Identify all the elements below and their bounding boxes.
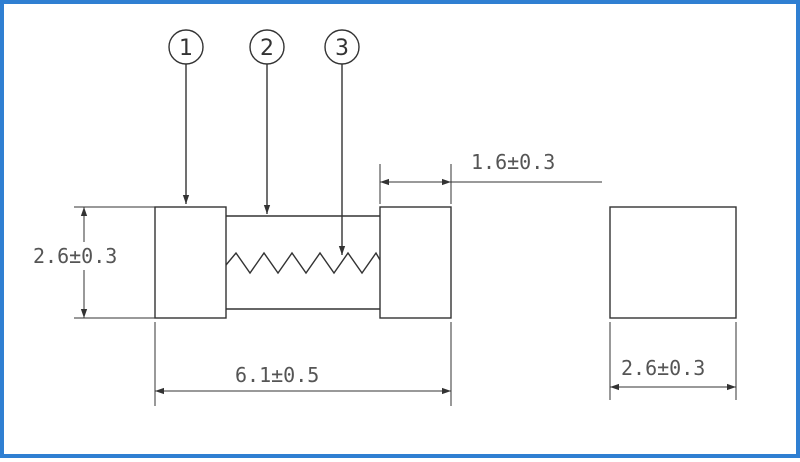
dimension-overall-length: 6.1±0.5 (154, 322, 452, 406)
callout-label: 2 (260, 36, 274, 61)
callout-1: 1 (168, 29, 204, 204)
dimension-text: 2.6±0.3 (33, 244, 117, 268)
fuse-side-view (154, 206, 452, 319)
left-end-cap (154, 206, 227, 319)
fuse-end-view (609, 206, 737, 319)
dimension-text: 1.6±0.3 (471, 150, 555, 174)
callout-label: 1 (179, 36, 193, 61)
text-mask (30, 242, 142, 270)
fuse-dimension-drawing: 1 2 3 1.6±0.3 2.6±0.3 6.1±0.5 (30, 29, 737, 406)
callout-3: 3 (324, 29, 360, 255)
callout-2: 2 (249, 29, 285, 214)
dimension-cap-length: 1.6±0.3 (379, 150, 602, 204)
end-view-square (609, 206, 737, 319)
dimension-text: 6.1±0.5 (235, 363, 319, 387)
callout-label: 3 (335, 36, 349, 61)
dimension-height: 2.6±0.3 (30, 206, 155, 319)
dimension-text: 2.6±0.3 (621, 356, 705, 380)
dimension-end-width: 2.6±0.3 (609, 322, 737, 400)
fuse-element-wire (225, 251, 381, 275)
right-end-cap (379, 206, 452, 319)
